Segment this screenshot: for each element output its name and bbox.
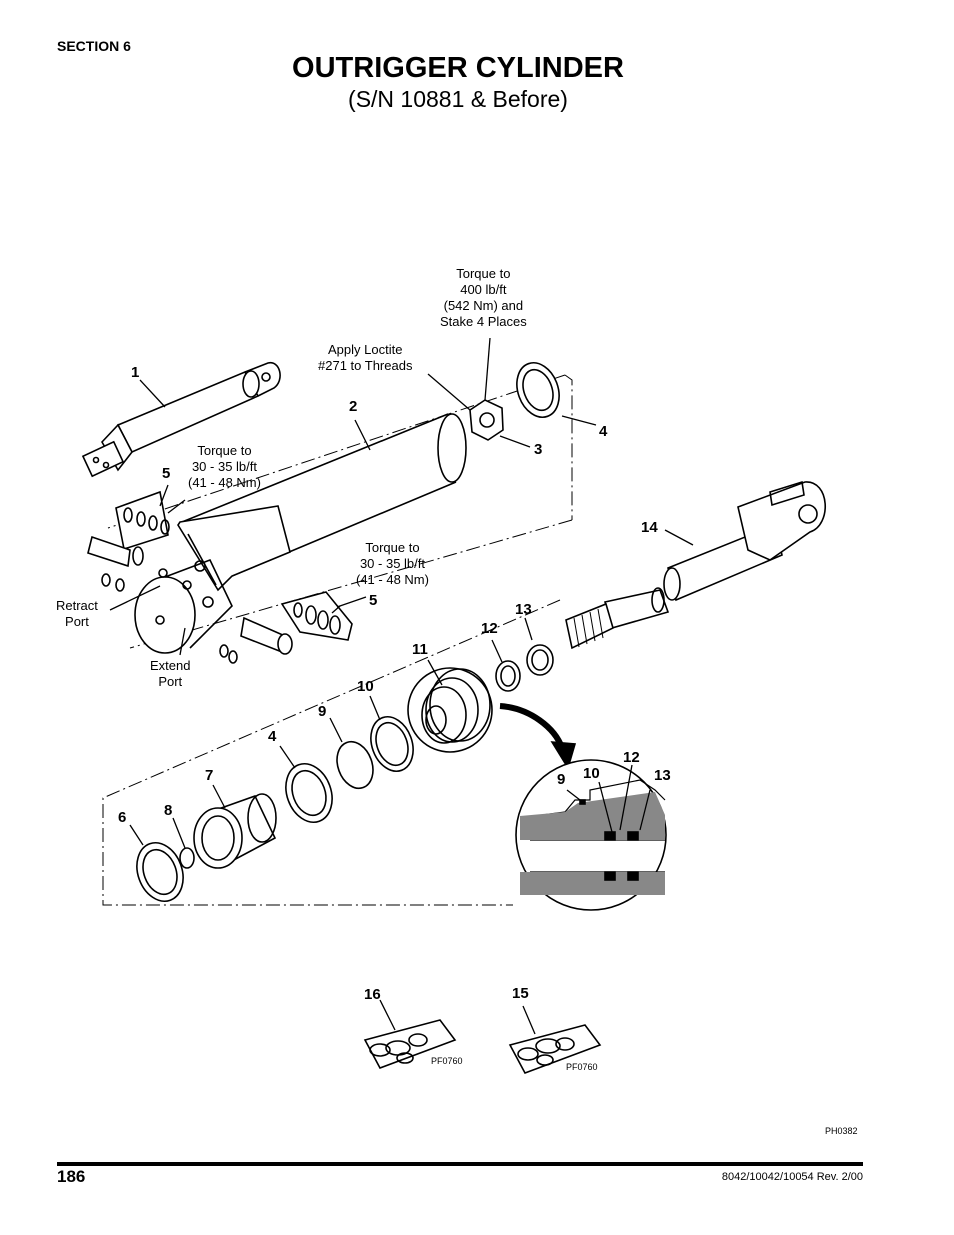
callout-5-lower: 5 (369, 592, 378, 609)
callout-4-top: 4 (599, 423, 608, 440)
note-loctite-text: Apply Loctite #271 to Threads (318, 342, 413, 373)
detail-callout-10: 10 (583, 765, 600, 782)
page-subtitle: (S/N 10881 & Before) (348, 86, 568, 112)
footer-rule (57, 1162, 863, 1166)
note-torque-400: Torque to 400 lb/ft (542 Nm) and Stake 4… (440, 266, 527, 330)
callout-1: 1 (131, 364, 140, 381)
note-retract-port: Retract Port (56, 598, 98, 630)
callout-12: 12 (481, 620, 498, 637)
callout-13: 13 (515, 601, 532, 618)
kit-code-left: PF0760 (431, 1056, 463, 1066)
note-loctite: Apply Loctite #271 to Threads (318, 342, 412, 374)
callout-10: 10 (357, 678, 374, 695)
callout-3: 3 (534, 441, 543, 458)
figure-code: PH0382 (825, 1126, 858, 1136)
detail-callout-13: 13 (654, 767, 671, 784)
note-extend-port: Extend Port (150, 658, 190, 690)
callout-4-lower: 4 (268, 728, 277, 745)
callout-14: 14 (641, 519, 658, 536)
note-extend-port-text: Extend Port (150, 658, 191, 689)
callout-7: 7 (205, 767, 214, 784)
detail-callout-9: 9 (557, 771, 566, 788)
callout-16: 16 (364, 986, 381, 1003)
note-torque-30-lower: Torque to 30 - 35 lb/ft (41 - 48 Nm) (356, 540, 429, 588)
note-torque-30-upper: Torque to 30 - 35 lb/ft (41 - 48 Nm) (188, 443, 261, 491)
detail-callout-12: 12 (623, 749, 640, 766)
seal-kit-16 (363, 1019, 457, 1069)
section-label: SECTION 6 (57, 38, 131, 54)
note-torque-400-text: Torque to 400 lb/ft (542 Nm) and Stake 4… (440, 266, 527, 329)
callout-9: 9 (318, 703, 327, 720)
note-torque-30-lower-text: Torque to 30 - 35 lb/ft (41 - 48 Nm) (356, 540, 429, 587)
note-torque-30-upper-text: Torque to 30 - 35 lb/ft (41 - 48 Nm) (188, 443, 261, 490)
callout-2: 2 (349, 398, 358, 415)
callout-5-upper: 5 (162, 465, 171, 482)
kit-code-right: PF0760 (566, 1062, 598, 1072)
callout-6: 6 (118, 809, 127, 826)
page-title: OUTRIGGER CYLINDER (292, 52, 624, 84)
callout-8: 8 (164, 802, 173, 819)
seal-kit-15 (508, 1024, 602, 1074)
note-retract-port-text: Retract Port (56, 598, 98, 629)
callout-11: 11 (412, 641, 428, 658)
item-1-cylinder-assembly (81, 362, 281, 478)
item-2-barrel (134, 413, 467, 654)
callout-15: 15 (512, 985, 529, 1002)
page-number: 186 (57, 1167, 86, 1186)
document-number: 8042/10042/10054 Rev. 2/00 (721, 1171, 863, 1183)
